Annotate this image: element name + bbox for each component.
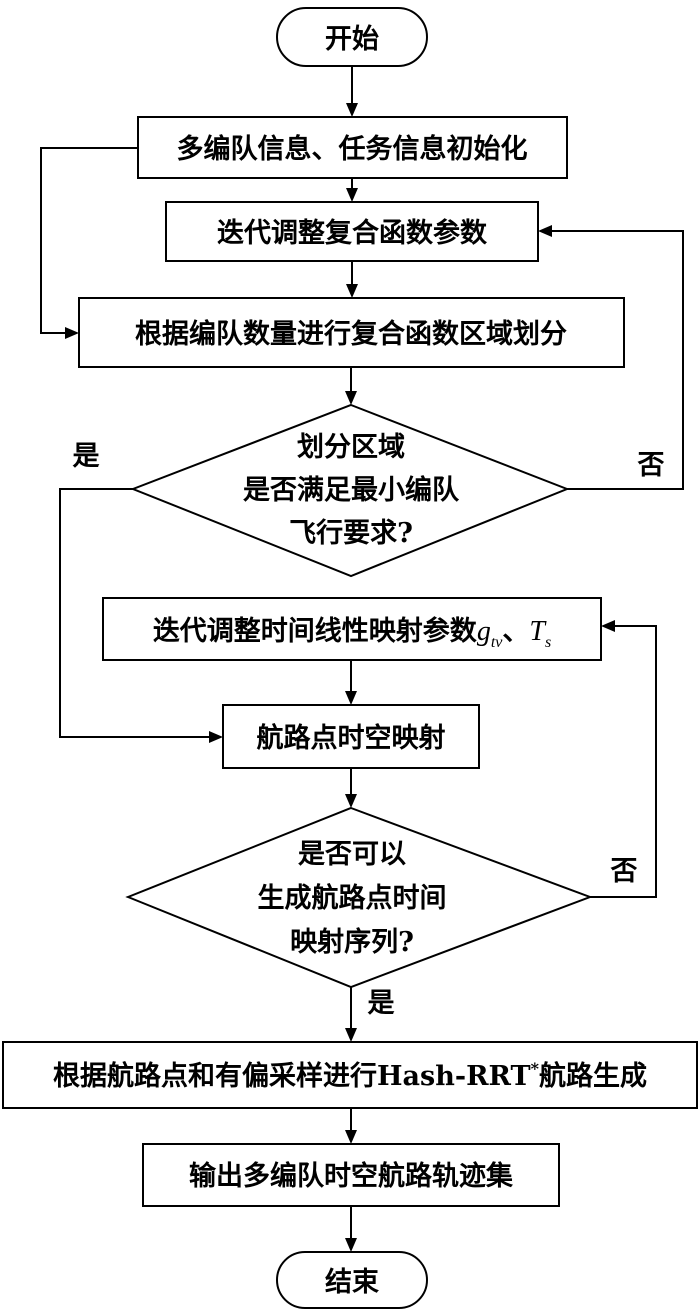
decision2-yes-label: 是 bbox=[368, 988, 395, 1019]
arrowhead bbox=[209, 731, 223, 743]
decision1-line3: 飞行要求? bbox=[289, 517, 413, 549]
decision2-no-label: 否 bbox=[611, 856, 638, 887]
end-label: 结束 bbox=[325, 1267, 379, 1298]
arrowhead bbox=[65, 327, 79, 339]
arrow-decision1-no bbox=[550, 230, 684, 490]
arrow-decision2-no bbox=[590, 625, 657, 898]
generate-sup: * bbox=[531, 1059, 540, 1078]
generate-prefix: 根据航路点和有偏采样进行Hash-RRT bbox=[53, 1060, 531, 1092]
t-symbol: T bbox=[529, 616, 547, 647]
generate-box bbox=[2, 1041, 698, 1109]
g-symbol: g bbox=[477, 616, 491, 647]
decision1-line1: 划分区域 bbox=[297, 432, 405, 463]
arrowhead bbox=[345, 794, 357, 808]
init-label: 多编队信息、任务信息初始化 bbox=[177, 133, 528, 165]
arrowhead bbox=[346, 103, 358, 117]
arrowhead bbox=[345, 391, 357, 405]
mapping-label: 航路点时空映射 bbox=[257, 722, 446, 754]
adjust-composite-label: 迭代调整复合函数参数 bbox=[217, 217, 488, 249]
decision2-line2: 生成航路点时间 bbox=[258, 882, 447, 914]
end-terminal bbox=[276, 1251, 428, 1309]
decision2-line3: 映射序列? bbox=[290, 926, 414, 958]
arrow-init-bypass bbox=[40, 147, 138, 334]
generate-suffix: 航路生成 bbox=[539, 1060, 647, 1092]
decision1-diamond bbox=[130, 403, 570, 578]
adjust-time-box bbox=[102, 597, 602, 661]
adjust-time-separator: 、 bbox=[502, 616, 529, 647]
decision2-line1: 是否可以 bbox=[298, 839, 406, 870]
decision1-line2: 是否满足最小编队 bbox=[243, 474, 460, 506]
connectors bbox=[40, 66, 684, 1252]
output-box bbox=[142, 1143, 560, 1207]
generate-label: 根据航路点和有偏采样进行Hash-RRT*航路生成 bbox=[53, 1059, 647, 1092]
init-box bbox=[137, 116, 568, 179]
partition-box bbox=[78, 297, 625, 368]
arrowhead bbox=[345, 691, 357, 705]
t-subscript: s bbox=[545, 634, 551, 651]
output-label: 输出多编队时空航路轨迹集 bbox=[189, 1160, 514, 1192]
decision1-no-label: 否 bbox=[638, 450, 665, 481]
arrow-decision1-yes bbox=[59, 488, 211, 738]
adjust-time-prefix: 迭代调整时间线性映射参数 bbox=[153, 615, 478, 647]
arrowhead bbox=[601, 620, 615, 632]
arrowhead bbox=[346, 188, 358, 202]
arrowhead bbox=[346, 284, 358, 298]
partition-label: 根据编队数量进行复合函数区域划分 bbox=[135, 318, 567, 350]
arrowhead bbox=[538, 225, 552, 237]
arrowhead bbox=[345, 1130, 357, 1144]
g-subscript: tv bbox=[491, 634, 503, 651]
adjust-time-label: 迭代调整时间线性映射参数gtv、Ts bbox=[153, 615, 551, 651]
decision1-yes-label: 是 bbox=[73, 441, 100, 472]
start-label: 开始 bbox=[325, 23, 379, 55]
arrowhead bbox=[345, 1028, 357, 1042]
arrowhead bbox=[345, 1238, 357, 1252]
